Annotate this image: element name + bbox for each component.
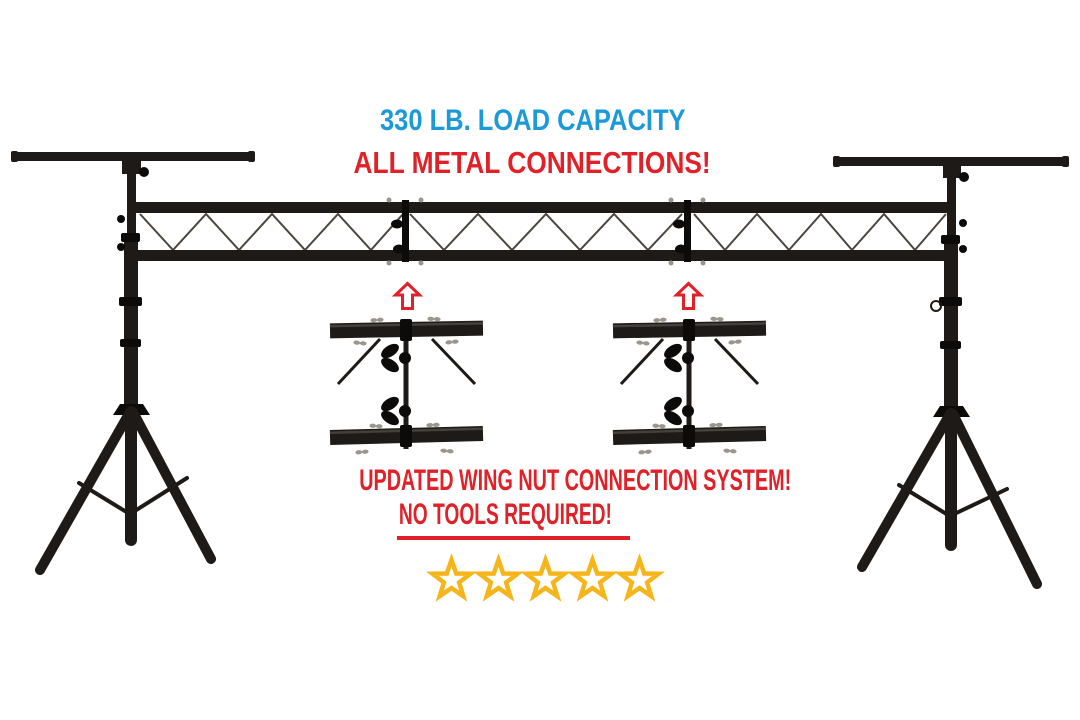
truss-diagonal: [336, 337, 382, 386]
truss-diagonal: [713, 337, 760, 386]
wing-knob: [664, 396, 694, 426]
right-tbar-knob: [959, 172, 969, 182]
wing-nut: [668, 260, 674, 266]
truss-zigzag: [139, 212, 404, 252]
wing-nut: [369, 423, 383, 429]
right-mast-lower: [944, 238, 958, 412]
wing-nut-connection-photo: [329, 316, 484, 455]
all-metal-text: ALL METAL CONNECTIONS!: [353, 145, 711, 180]
connector-rod: [403, 322, 409, 449]
wing-nut: [445, 339, 459, 345]
wing-nut: [723, 448, 737, 454]
wing-nut: [427, 316, 441, 322]
truss-bottom-chord: [133, 250, 953, 261]
wing-nut-connection-photo: [612, 316, 767, 455]
right-mast-knob: [959, 219, 967, 227]
wing-nut: [355, 449, 369, 455]
no-tools-callout-text: NO TOOLS REQUIRED!: [398, 498, 612, 531]
left-mast-clamp: [120, 339, 141, 347]
truss-top-chord: [133, 202, 953, 213]
left-mast-lower: [124, 236, 138, 410]
wing-nut: [652, 423, 666, 429]
wing-nut: [370, 317, 384, 323]
truss-zigzag: [693, 212, 947, 252]
star-icon: [567, 553, 618, 602]
safety-pin: [930, 300, 942, 312]
wing-nut: [418, 260, 424, 266]
right-stand: [833, 156, 1069, 589]
connector-sleeve: [683, 319, 695, 341]
connector-sleeve: [683, 425, 695, 447]
truss-diagonal: [619, 337, 665, 386]
star-icon: [520, 553, 571, 602]
wing-nut: [700, 197, 706, 203]
wing-nut: [709, 422, 723, 428]
right-mast-clamp: [940, 341, 961, 349]
left-tripod-brace: [128, 476, 189, 516]
truss-joint: [684, 200, 691, 262]
wing-nut: [710, 316, 724, 322]
star-icon: [473, 553, 524, 602]
wing-nut: [418, 197, 424, 203]
wing-nut-callout: UPDATED WING NUT CONNECTION SYSTEM!: [248, 464, 791, 497]
all-metal-heading: ALL METAL CONNECTIONS!: [282, 145, 782, 180]
wing-nut: [636, 340, 650, 346]
wing-nut: [653, 317, 667, 323]
star-icon: [614, 553, 665, 602]
load-capacity-heading: 330 LB. LOAD CAPACITY: [283, 104, 783, 137]
truss-diagonal: [430, 337, 477, 386]
left-tbar: [13, 152, 253, 161]
wing-knob: [381, 343, 411, 373]
wing-nut: [700, 260, 706, 266]
callout-underline: [397, 536, 630, 540]
no-tools-callout: NO TOOLS REQUIRED!: [255, 498, 755, 531]
wing-nut: [353, 340, 367, 346]
left-mast-collar: [121, 233, 140, 242]
up-arrow-icon: [391, 281, 424, 310]
connector-sleeve: [400, 319, 412, 341]
joint-wing-knob: [391, 219, 403, 229]
left-mast-knob: [117, 215, 125, 223]
left-mast-knob: [117, 243, 125, 251]
wing-nut: [386, 260, 392, 266]
wing-nut-closeup-right: [612, 316, 767, 456]
left-tripod-leg: [35, 407, 135, 575]
wing-nut: [668, 197, 674, 203]
star-icon: [426, 553, 477, 602]
left-tripod-brace: [77, 481, 135, 518]
right-tripod-brace: [948, 487, 1009, 518]
wing-nut: [426, 422, 440, 428]
right-tripod-leg: [948, 409, 1042, 589]
right-mast-knob: [959, 245, 967, 253]
joint-wing-knob: [675, 244, 687, 254]
wing-nut: [728, 339, 742, 345]
wing-nut-callout-text: UPDATED WING NUT CONNECTION SYSTEM!: [359, 464, 792, 497]
load-capacity-text: 330 LB. LOAD CAPACITY: [380, 104, 686, 137]
truss-beam: [133, 197, 953, 266]
right-mast-collar: [941, 235, 960, 244]
wing-nut: [440, 448, 454, 454]
wing-knob: [381, 396, 411, 426]
truss-joint: [402, 200, 409, 262]
wing-nut: [638, 449, 652, 455]
right-tripod-brace: [897, 483, 955, 520]
left-tbar-knob: [139, 167, 149, 177]
joint-wing-knob: [393, 244, 405, 254]
wing-nut-closeup-left: [329, 316, 484, 456]
left-mast-upper: [127, 160, 136, 240]
left-stand: [11, 151, 255, 575]
joint-wing-knob: [673, 219, 685, 229]
wing-nut: [386, 197, 392, 203]
truss-zigzag: [409, 212, 683, 252]
left-mast-clamp: [119, 297, 142, 306]
right-tbar: [835, 157, 1069, 166]
connector-sleeve: [400, 425, 412, 447]
connector-rod: [686, 322, 692, 449]
right-mast-clamp: [939, 297, 962, 306]
wing-knob: [664, 343, 694, 373]
up-arrow-icon: [672, 281, 705, 310]
rating-stars: [426, 553, 665, 604]
